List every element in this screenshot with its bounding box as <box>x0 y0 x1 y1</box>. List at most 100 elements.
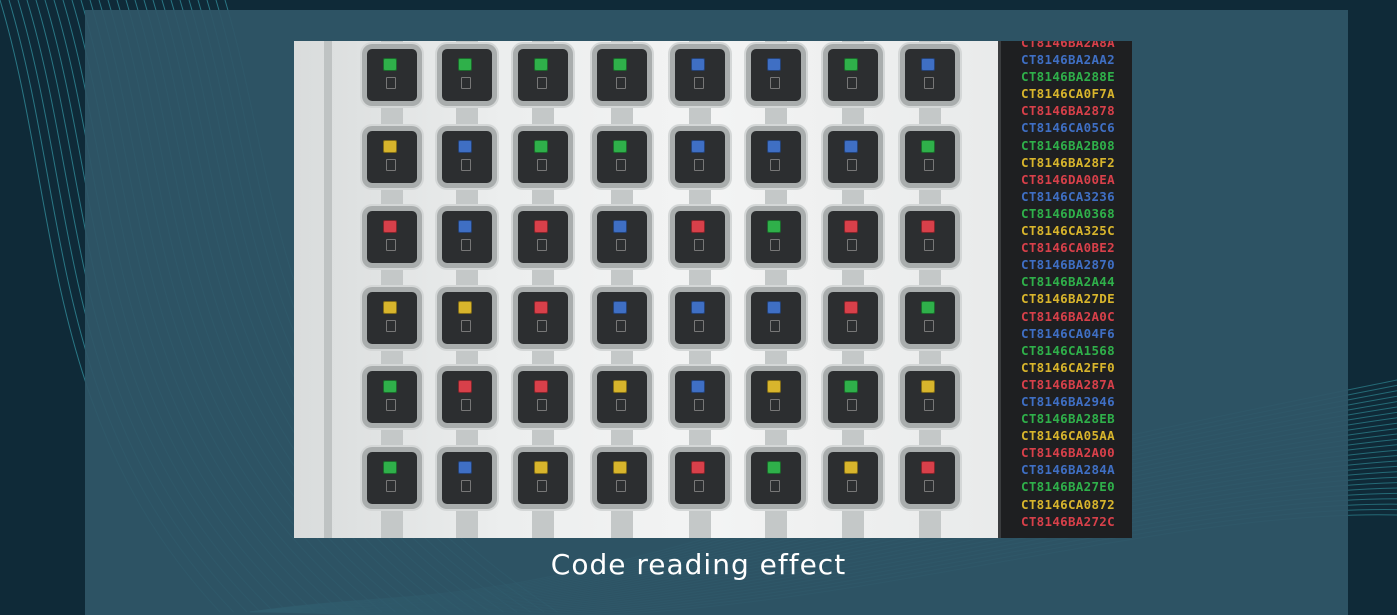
code-badge <box>767 461 781 474</box>
decoded-code: CT8146BA27DE <box>1021 291 1115 307</box>
chip-mark <box>461 77 471 89</box>
chip-mark <box>847 239 857 251</box>
chip-mark <box>847 77 857 89</box>
code-badge <box>613 301 627 314</box>
chip-mark <box>770 399 780 411</box>
chip-mark <box>616 320 626 332</box>
code-badge <box>691 140 705 153</box>
chip-mark <box>694 239 704 251</box>
code-badge <box>613 461 627 474</box>
code-badge <box>691 461 705 474</box>
code-badge <box>844 58 858 71</box>
chip <box>828 131 878 183</box>
chip <box>905 452 955 504</box>
code-badge <box>844 461 858 474</box>
code-badge <box>921 140 935 153</box>
decoded-code: CT8146DA0368 <box>1021 205 1115 221</box>
code-badge <box>921 220 935 233</box>
decoded-code: CT8146CA05AA <box>1021 428 1115 444</box>
decoded-code: CT8146CA0F7A <box>1021 86 1115 102</box>
decoded-code: CT8146BA284A <box>1021 462 1115 478</box>
chip <box>518 292 568 344</box>
code-badge <box>613 220 627 233</box>
chip <box>597 131 647 183</box>
chip <box>518 131 568 183</box>
decoded-code: CT8146DA00EA <box>1021 171 1115 187</box>
chip-mark <box>694 399 704 411</box>
code-badge <box>383 380 397 393</box>
decoded-code: CT8146BA272C <box>1021 513 1115 529</box>
chip <box>675 452 725 504</box>
chip-mark <box>770 320 780 332</box>
chip <box>367 371 417 423</box>
chip-mark <box>924 480 934 492</box>
decoded-code: CT8146BA2A0C <box>1021 308 1115 324</box>
decoded-code: CT8146BA2A8A <box>1021 41 1115 50</box>
chip-mark <box>616 239 626 251</box>
chip <box>442 211 492 263</box>
chip <box>905 131 955 183</box>
code-badge <box>844 220 858 233</box>
decoded-code: CT8146CA0BE2 <box>1021 240 1115 256</box>
chip <box>751 452 801 504</box>
decoded-code: CT8146CA3236 <box>1021 188 1115 204</box>
chip <box>675 292 725 344</box>
code-badge <box>844 301 858 314</box>
chip-mark <box>537 77 547 89</box>
chip-mark <box>386 320 396 332</box>
chip-mark <box>461 239 471 251</box>
chip-mark <box>616 77 626 89</box>
code-badge <box>921 461 935 474</box>
chip <box>518 452 568 504</box>
chip-mark <box>924 239 934 251</box>
code-badge <box>691 301 705 314</box>
decoded-code: CT8146BA2870 <box>1021 257 1115 273</box>
decoded-code: CT8146BA2878 <box>1021 103 1115 119</box>
code-badge <box>534 140 548 153</box>
chip <box>442 49 492 101</box>
code-badge <box>383 140 397 153</box>
code-badge <box>691 220 705 233</box>
chip-mark <box>537 159 547 171</box>
code-badge <box>613 58 627 71</box>
chip <box>675 211 725 263</box>
chip-mark <box>616 480 626 492</box>
chip-mark <box>770 77 780 89</box>
chip-mark <box>847 480 857 492</box>
chip <box>597 49 647 101</box>
code-badge <box>458 380 472 393</box>
code-badge <box>767 220 781 233</box>
chip <box>905 292 955 344</box>
code-badge <box>767 380 781 393</box>
code-badge <box>767 301 781 314</box>
chip <box>751 292 801 344</box>
chip <box>828 452 878 504</box>
code-badge <box>458 461 472 474</box>
chip <box>828 211 878 263</box>
chip <box>442 371 492 423</box>
chip-mark <box>924 159 934 171</box>
chip-mark <box>694 480 704 492</box>
code-badge <box>534 58 548 71</box>
image-caption: Code reading effect <box>550 548 847 581</box>
chip-mark <box>616 399 626 411</box>
code-badge <box>691 380 705 393</box>
decoded-code: CT8146CA0872 <box>1021 496 1115 512</box>
chip <box>751 49 801 101</box>
chip <box>367 211 417 263</box>
chip-mark <box>770 480 780 492</box>
code-badge <box>921 301 935 314</box>
chip-mark <box>386 159 396 171</box>
code-badge <box>534 301 548 314</box>
chip-mark <box>694 320 704 332</box>
chip <box>905 211 955 263</box>
chip <box>675 49 725 101</box>
chip-mark <box>461 480 471 492</box>
chip <box>597 292 647 344</box>
chip-mark <box>847 159 857 171</box>
chip <box>828 371 878 423</box>
chip <box>751 131 801 183</box>
code-badge <box>383 461 397 474</box>
chip-mark <box>616 159 626 171</box>
